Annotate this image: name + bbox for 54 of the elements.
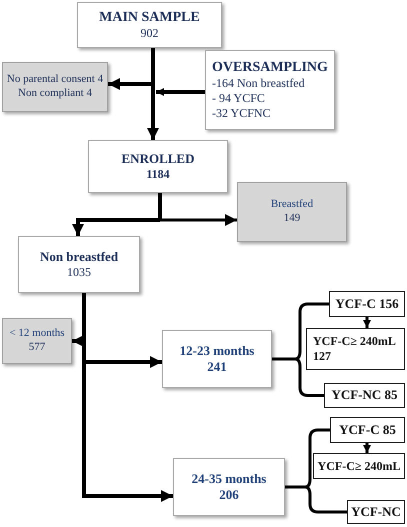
count-label: 149 xyxy=(284,212,300,226)
arrow xyxy=(363,317,371,328)
box-title: OVERSAMPLING xyxy=(212,58,328,76)
box-title: 24-35 months xyxy=(192,470,266,487)
box-title: Breastfed xyxy=(270,198,314,212)
flow-box xyxy=(347,500,405,524)
box-label: YCF-C 85 xyxy=(339,422,396,438)
flow-box xyxy=(306,328,405,370)
box-label: YCF-NC 85 xyxy=(331,387,398,404)
count-label: 206 xyxy=(219,487,239,504)
flow-box xyxy=(173,458,285,516)
connector-line xyxy=(158,193,162,220)
flow-box xyxy=(324,383,405,408)
flow-box xyxy=(162,330,272,388)
flow-box xyxy=(77,2,222,48)
box-title: < 12 months xyxy=(9,327,65,341)
count-label: 577 xyxy=(28,341,46,355)
arrow xyxy=(160,214,237,226)
box-title: 12-23 months xyxy=(180,342,254,359)
flow-box xyxy=(313,453,405,479)
brace-connector xyxy=(300,486,347,514)
count-label: 241 xyxy=(207,359,227,376)
flow-box xyxy=(88,140,228,193)
box-label: YCF-C 156 xyxy=(335,296,399,312)
arrow xyxy=(84,356,162,368)
excluded-box xyxy=(2,62,108,112)
box-label: YCF-C≥ 240mL xyxy=(318,458,400,474)
count-label: 1184 xyxy=(146,167,170,182)
brace-connector xyxy=(290,358,324,397)
box-title: MAIN SAMPLE xyxy=(99,8,200,26)
box-title: ENROLLED xyxy=(122,150,194,168)
flow-box xyxy=(205,50,335,130)
flow-box xyxy=(329,291,405,317)
excluded-box xyxy=(237,182,347,242)
count-label: 1035 xyxy=(67,265,91,280)
flow-box xyxy=(18,236,140,293)
arrow xyxy=(156,88,205,96)
list-item: -32 YCFNC xyxy=(212,106,271,122)
arrow xyxy=(108,78,153,90)
excluded-box xyxy=(2,318,72,364)
box-label: YCF-C≥ 240mL 127 xyxy=(313,334,396,364)
brace-connector xyxy=(285,486,300,488)
box-label: YCF-NC xyxy=(351,504,401,520)
arrow xyxy=(72,218,160,236)
brace-connector xyxy=(272,358,290,360)
list-item: -164 Non breastfed xyxy=(212,76,305,92)
arrow xyxy=(72,335,84,347)
count-label: 902 xyxy=(140,26,158,42)
flow-box xyxy=(330,417,405,443)
list-item: - 94 YCFC xyxy=(212,91,265,106)
box-title: Non breastfed xyxy=(40,248,118,266)
note-text: Non compliant 4 xyxy=(18,87,92,101)
arrow xyxy=(363,443,371,453)
note-text: No parental consent 4 xyxy=(6,73,104,87)
